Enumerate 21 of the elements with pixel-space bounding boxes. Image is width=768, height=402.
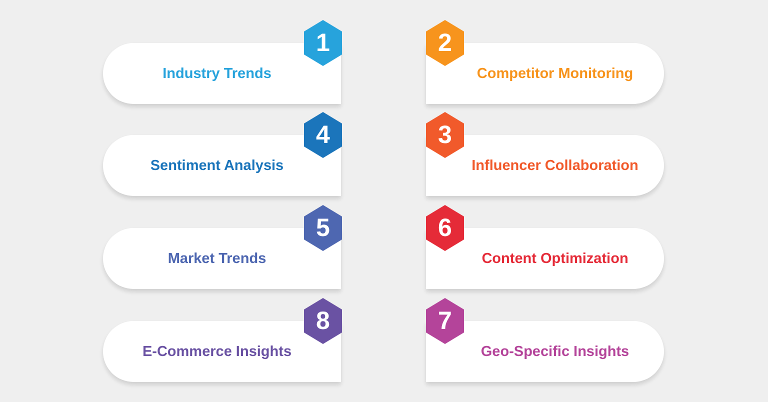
step-number: 3	[437, 121, 453, 149]
number-hexagon	[304, 20, 342, 66]
topic-label: Industry Trends	[162, 66, 272, 82]
step-number: 2	[437, 29, 453, 57]
step-number: 4	[315, 121, 331, 149]
number-hexagon	[304, 112, 342, 158]
step-number: 6	[437, 214, 453, 242]
step-number: 1	[315, 29, 331, 57]
topic-label: Sentiment Analysis	[150, 158, 284, 174]
number-hexagon	[426, 112, 464, 158]
topic-label: E-Commerce Insights	[142, 344, 292, 360]
topic-label: Market Trends	[168, 250, 266, 266]
step-number: 5	[315, 214, 331, 242]
topic-label: Content Optimization	[482, 250, 628, 266]
topic-label: Competitor Monitoring	[476, 66, 634, 82]
topic-label: Geo-Specific Insights	[480, 344, 630, 360]
topic-label: Influencer Collaboration	[472, 158, 638, 174]
step-number: 8	[315, 307, 331, 335]
step-number: 7	[437, 307, 453, 335]
number-hexagon	[426, 298, 464, 344]
number-hexagon	[426, 20, 464, 66]
